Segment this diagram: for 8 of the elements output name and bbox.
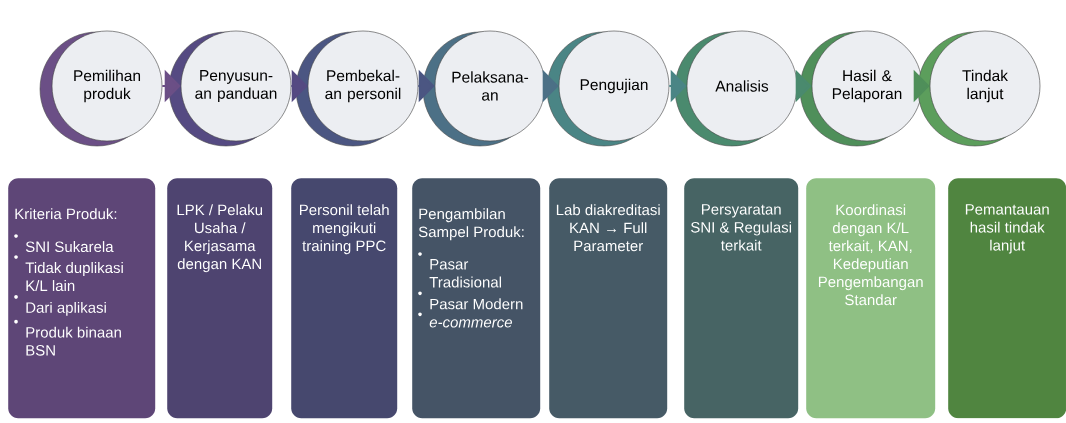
step-card: Kriteria Produk: SNI Sukarela Tidak duplikasi K/L lain Dari aplikasi Produk binaan BSN: [8, 178, 156, 419]
step-card: LPK / Pelaku Usaha / Kerjasama dengan KAN: [167, 178, 273, 419]
step-card: Koordinasi dengan K/L terkait, KAN, Kedeputian Pengembangan Standar: [806, 178, 936, 419]
step-card: Pemantauan hasil tindak lanjut: [948, 178, 1066, 419]
step-card: Lab diakreditasi KAN → Full Parameter: [549, 178, 668, 419]
step-card: Pengambilan Sampel Produk: Pasar Tradisional Pasar Modern e-commerce: [412, 178, 541, 419]
step-card: Persyaratan SNI & Regulasi terkait: [684, 178, 799, 419]
step-card: Personil telah mengikuti training PPC: [291, 178, 398, 419]
